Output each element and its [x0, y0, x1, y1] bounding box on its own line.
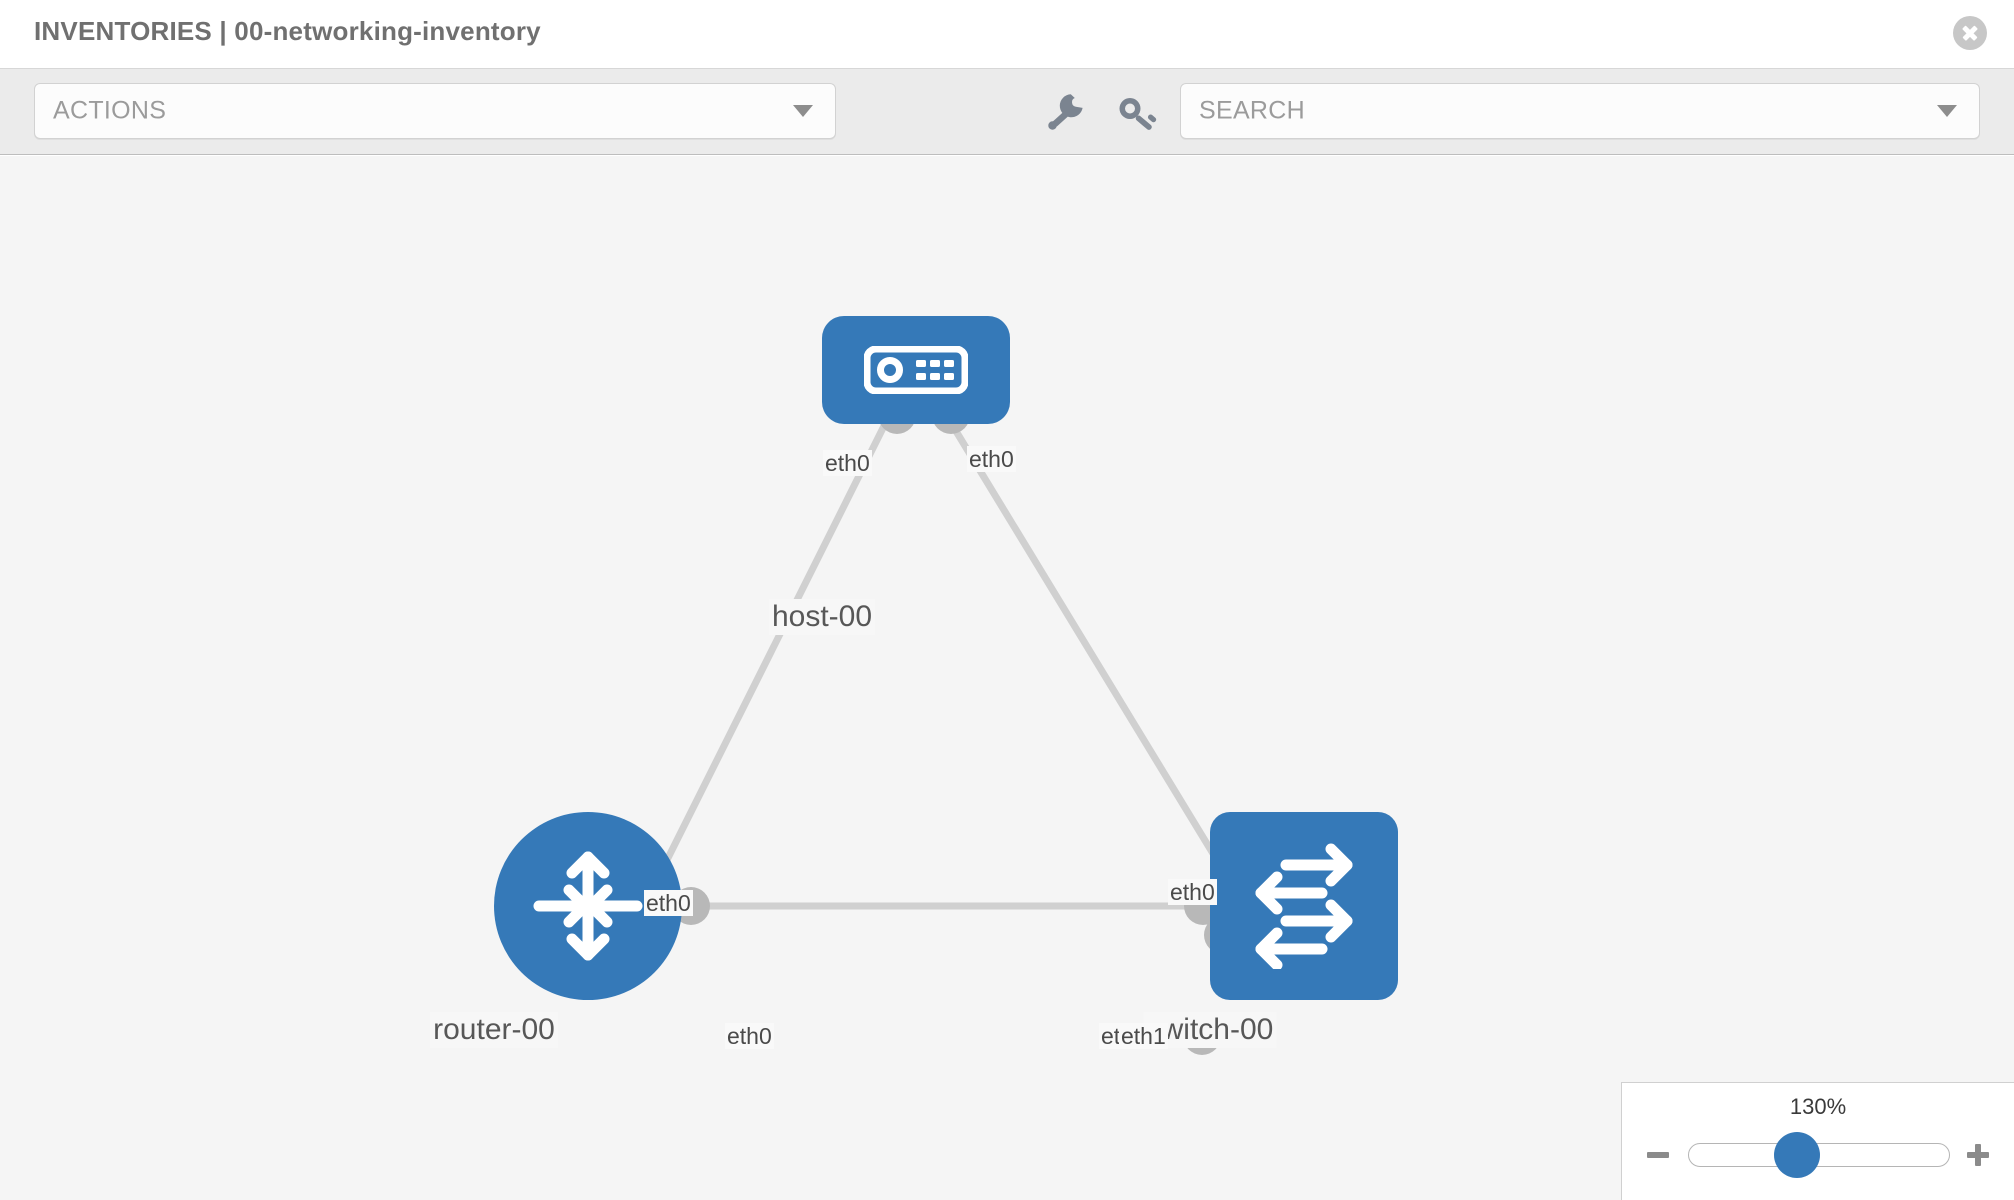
edge-host-router	[644, 416, 892, 900]
close-icon[interactable]	[1953, 16, 1987, 50]
interface-label-host-left: eth0	[823, 450, 872, 477]
topology-edges	[644, 416, 1243, 910]
zoom-slider-thumb[interactable]	[1774, 1132, 1820, 1178]
plus-icon[interactable]	[1962, 1139, 1994, 1171]
router-arrows-icon	[527, 845, 649, 967]
minus-icon[interactable]	[1642, 1139, 1674, 1171]
chevron-down-icon	[793, 105, 813, 117]
key-icon[interactable]	[1108, 85, 1160, 137]
actions-dropdown[interactable]: ACTIONS	[34, 83, 836, 139]
wrench-icon[interactable]	[1040, 85, 1092, 137]
topology-canvas[interactable]: host-00	[0, 156, 2014, 1200]
zoom-level-label: 130%	[1789, 1094, 1847, 1119]
server-device-icon	[864, 346, 968, 394]
interface-label-switch-left: eth1	[1119, 1023, 1168, 1050]
interface-label-router-right: eth0	[725, 1023, 774, 1050]
node-label-host: host-00	[768, 599, 876, 635]
switch-arrows-icon	[1241, 843, 1367, 969]
zoom-control-panel: 130%	[1621, 1082, 2014, 1200]
node-label-router: router-00	[430, 1012, 558, 1048]
host-node-shape	[822, 316, 1010, 424]
interface-label-host-right: eth0	[967, 446, 1016, 473]
toolbar: ACTIONS SEARCH	[0, 69, 2014, 155]
actions-dropdown-label: ACTIONS	[53, 96, 167, 125]
edge-host-switch	[945, 416, 1243, 900]
search-input-value: SEARCH	[1199, 96, 1305, 125]
chevron-down-icon	[1937, 105, 1957, 117]
switch-node-shape	[1210, 812, 1398, 1000]
interface-label-switch-up: eth0	[1168, 879, 1217, 906]
page-header: INVENTORIES | 00-networking-inventory	[0, 0, 2014, 69]
interface-label-router-up: eth0	[644, 890, 693, 917]
search-input[interactable]: SEARCH	[1180, 83, 1980, 139]
page-title: INVENTORIES | 00-networking-inventory	[34, 16, 541, 46]
